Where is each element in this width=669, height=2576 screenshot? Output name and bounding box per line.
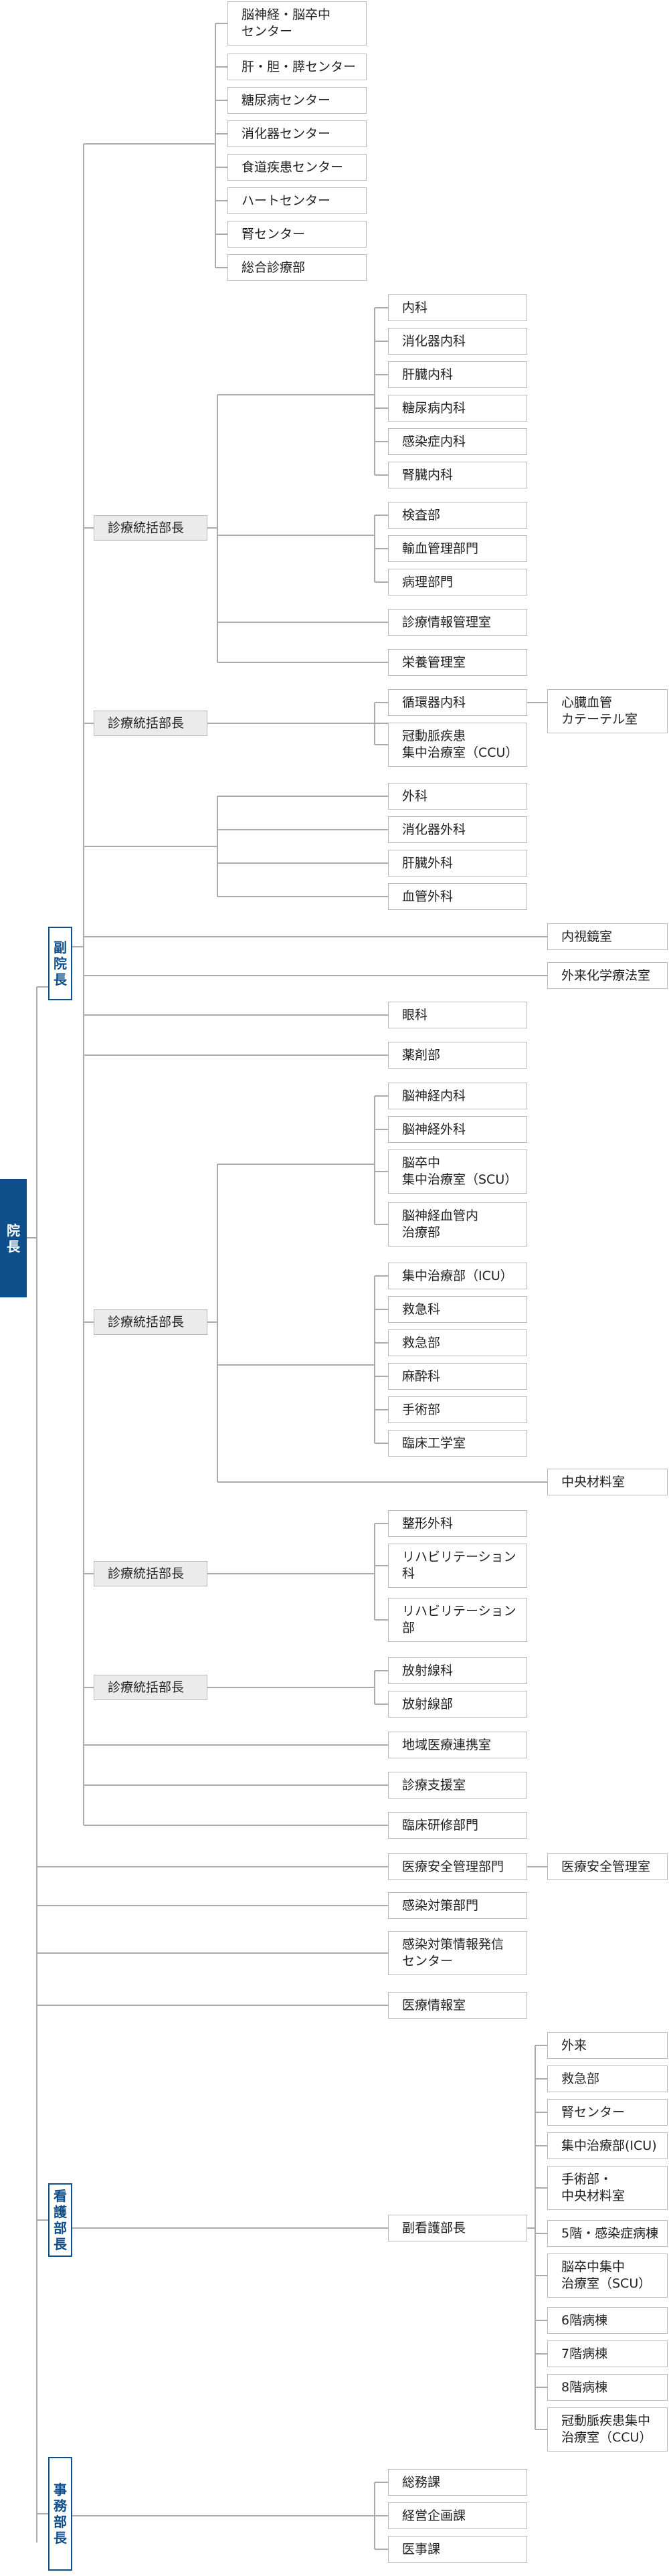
nursing-unit-box: 手術部・ 中央材料室 <box>547 2166 668 2210</box>
dept-box: 脳卒中 集中治療室（SCU） <box>388 1149 527 1194</box>
dept-box: リハビリテーション 部 <box>388 1598 527 1642</box>
nursing-unit-box: 冠動脈疾患集中 治療室（CCU） <box>547 2407 668 2452</box>
nursing-unit-box: 腎センター <box>547 2099 668 2126</box>
nursing-unit-box: 脳卒中集中 治療室（SCU） <box>547 2253 668 2298</box>
center-box: 総合診療部 <box>227 254 367 281</box>
dept-box: 消化器外科 <box>388 816 527 843</box>
dept-box: 肝臓外科 <box>388 850 527 877</box>
center-box: 腎センター <box>227 221 367 248</box>
dept-box: 糖尿病内科 <box>388 395 527 422</box>
vice-director-box: 副 院 長 <box>48 927 72 1000</box>
group2-head-box: 診療統括部長 <box>94 711 207 736</box>
dept-box: 外科 <box>388 783 527 810</box>
dept-box: 冠動脈疾患 集中治療室（CCU） <box>388 723 527 767</box>
nursing-unit-box: 外来 <box>547 2032 668 2059</box>
dept-box: 救急部 <box>388 1329 527 1356</box>
admin-dept-box: 経営企画課 <box>388 2502 527 2529</box>
director-box: 院 長 <box>0 1179 27 1297</box>
admin-dept-box: 総務課 <box>388 2469 527 2496</box>
dept-box: 検査部 <box>388 502 527 529</box>
dept-box: 感染対策情報発信 センター <box>388 1931 527 1975</box>
dept-box: 循環器内科 <box>388 689 527 716</box>
dept-box: 診療情報管理室 <box>388 609 527 636</box>
center-box: 食道疾患センター <box>227 154 367 181</box>
dept-box: 放射線部 <box>388 1691 527 1718</box>
nursing-unit-box: 7階病棟 <box>547 2340 668 2367</box>
center-box: 消化器センター <box>227 120 367 147</box>
safety-sub-box: 医療安全管理室 <box>547 1853 668 1880</box>
center-box: 脳神経・脳卒中 センター <box>227 1 367 45</box>
safety-dept-box: 医療安全管理部門 <box>388 1853 527 1880</box>
nursing-unit-box: 救急部 <box>547 2065 668 2092</box>
dept-box: 血管外科 <box>388 883 527 910</box>
dept-box: 地域医療連携室 <box>388 1732 527 1758</box>
dept-box: 集中治療部（ICU） <box>388 1263 527 1289</box>
dept-box: 腎臓内科 <box>388 462 527 488</box>
unit-box: 外来化学療法室 <box>547 962 668 989</box>
dept-box: 臨床研修部門 <box>388 1812 527 1839</box>
dept-box: 整形外科 <box>388 1510 527 1537</box>
nursing-unit-box: 5階・感染症病棟 <box>547 2220 668 2247</box>
nursing-unit-box: 集中治療部(ICU) <box>547 2132 668 2159</box>
nursing-director-box: 看 護 部 長 <box>48 2183 72 2257</box>
dept-box: 消化器内科 <box>388 328 527 355</box>
center-box: ハートセンター <box>227 187 367 214</box>
dept-box: 脳神経血管内 治療部 <box>388 1202 527 1247</box>
sub-box: 中央材料室 <box>547 1469 668 1495</box>
group4-head-box: 診療統括部長 <box>94 1561 207 1586</box>
dept-box: 放射線科 <box>388 1657 527 1684</box>
dept-box: 救急科 <box>388 1296 527 1323</box>
group3-head-box: 診療統括部長 <box>94 1309 207 1335</box>
admin-director-box: 事 務 部 長 <box>48 2457 72 2571</box>
dept-box: 輸血管理部門 <box>388 535 527 562</box>
group5-head-box: 診療統括部長 <box>94 1675 207 1700</box>
dept-box: 栄養管理室 <box>388 649 527 676</box>
dept-box: 感染症内科 <box>388 428 527 455</box>
center-box: 肝・胆・膵センター <box>227 54 367 80</box>
sub-box: 心臓血管 カテーテル室 <box>547 689 668 733</box>
dept-box: 臨床工学室 <box>388 1430 527 1457</box>
dept-box: 診療支援室 <box>388 1772 527 1799</box>
center-box: 糖尿病センター <box>227 87 367 114</box>
dept-box: 眼科 <box>388 1002 527 1028</box>
dept-box: 医療情報室 <box>388 1992 527 2019</box>
nursing-unit-box: 8階病棟 <box>547 2374 668 2401</box>
dept-box: 感染対策部門 <box>388 1892 527 1919</box>
dept-box: 肝臓内科 <box>388 361 527 388</box>
dept-box: 手術部 <box>388 1396 527 1423</box>
unit-box: 内視鏡室 <box>547 923 668 950</box>
dept-box: 薬剤部 <box>388 1042 527 1069</box>
dept-box: 脳神経内科 <box>388 1083 527 1109</box>
admin-dept-box: 医事課 <box>388 2536 527 2563</box>
nursing-unit-box: 6階病棟 <box>547 2307 668 2334</box>
dept-box: 麻酔科 <box>388 1363 527 1390</box>
dept-box: リハビリテーション 科 <box>388 1544 527 1588</box>
dept-box: 脳神経外科 <box>388 1116 527 1143</box>
dept-box: 内科 <box>388 294 527 321</box>
nursing-head-box: 副看護部長 <box>388 2215 527 2241</box>
dept-box: 病理部門 <box>388 569 527 595</box>
group1-head-box: 診療統括部長 <box>94 515 207 541</box>
